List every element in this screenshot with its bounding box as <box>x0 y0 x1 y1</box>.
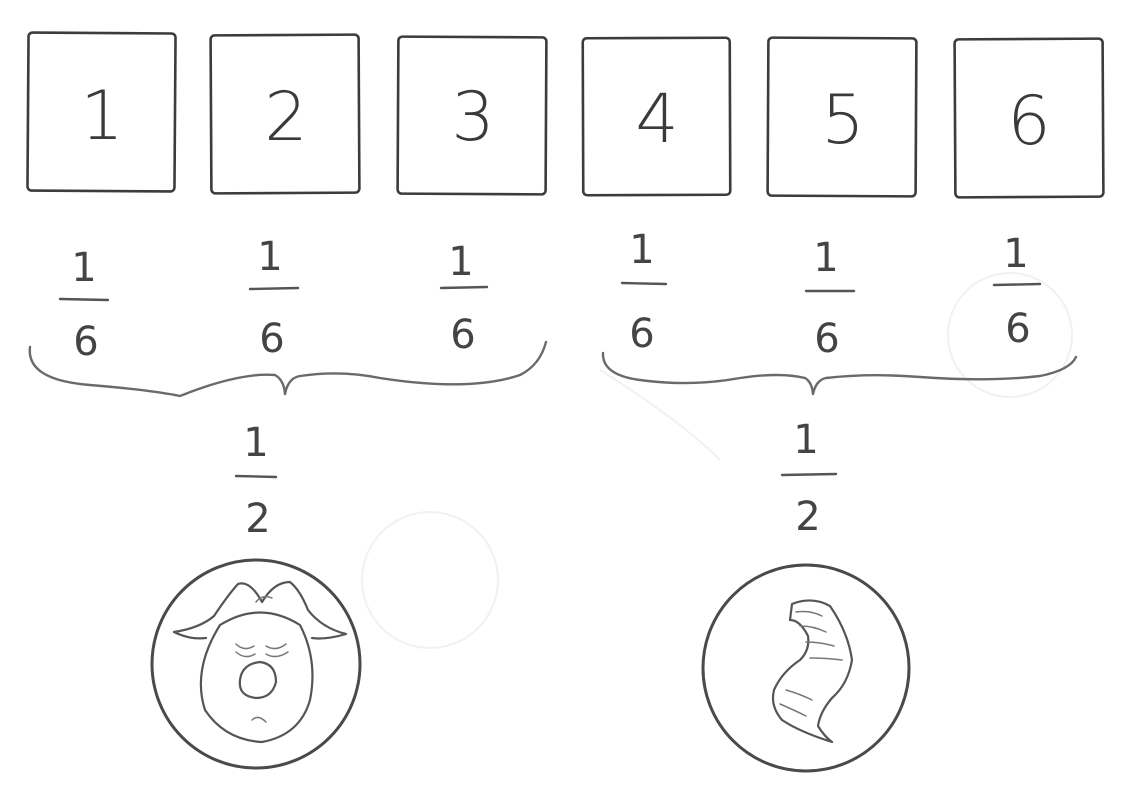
die-face-label: 2 <box>264 78 307 157</box>
fraction-numerator: 1 <box>243 420 268 466</box>
fraction-bar <box>234 474 278 479</box>
die-face-label: 5 <box>821 81 864 160</box>
right-group-brace <box>601 351 1078 396</box>
fraction-numerator: 1 <box>257 234 282 280</box>
fraction-group-right: 1 2 <box>780 417 838 540</box>
dice-row: 1 2 3 4 5 6 <box>26 31 1105 199</box>
die-face-label: 1 <box>80 77 123 156</box>
fraction-bar <box>992 282 1042 287</box>
fraction-numerator: 1 <box>448 239 473 285</box>
fraction-denominator: 6 <box>73 319 98 365</box>
fraction-bar <box>58 297 110 302</box>
fraction-numerator: 1 <box>629 227 654 273</box>
fraction-face-6: 1 6 <box>992 231 1042 352</box>
fraction-face-4: 1 6 <box>620 227 668 357</box>
fraction-numerator: 1 <box>813 235 838 281</box>
fraction-face-1: 1 6 <box>58 245 110 365</box>
fraction-denominator: 6 <box>1005 306 1030 352</box>
fraction-face-3: 1 6 <box>439 239 489 358</box>
fraction-face-2: 1 6 <box>248 234 300 362</box>
coin-heads-rim <box>150 558 362 770</box>
fraction-bar <box>248 286 300 291</box>
fraction-denominator: 6 <box>450 312 475 358</box>
fraction-bar <box>780 472 838 477</box>
left-group-brace <box>28 340 548 398</box>
die-face-box: 2 <box>209 33 361 195</box>
die-face-label: 6 <box>1007 82 1050 161</box>
fraction-denominator: 2 <box>245 496 270 542</box>
fraction-denominator: 6 <box>259 316 284 362</box>
coin-tails-rim <box>701 563 911 773</box>
fraction-bar <box>439 285 489 290</box>
coin-heads <box>150 558 362 770</box>
fraction-numerator: 1 <box>71 245 96 291</box>
fraction-bar <box>620 281 668 286</box>
die-face-box: 6 <box>953 37 1105 199</box>
group-braces <box>28 340 1078 398</box>
fraction-denominator: 2 <box>795 494 820 540</box>
fraction-denominator: 6 <box>814 316 839 362</box>
background-ghost-strokes <box>361 272 1073 649</box>
face-probabilities: 1 6 1 6 1 6 1 6 1 6 1 6 <box>58 227 1042 365</box>
die-face-box: 5 <box>766 36 918 198</box>
fraction-numerator: 1 <box>1003 231 1028 277</box>
heads-face-icon <box>172 580 348 744</box>
die-face-box: 1 <box>26 31 177 193</box>
fraction-numerator: 1 <box>793 417 818 463</box>
fraction-face-5: 1 6 <box>804 235 856 362</box>
fraction-denominator: 6 <box>629 311 654 357</box>
die-face-box: 3 <box>396 35 548 196</box>
group-probabilities: 1 2 1 2 <box>234 417 838 542</box>
die-face-label: 4 <box>635 80 678 159</box>
die-face-label: 3 <box>451 78 494 157</box>
tails-snake-icon <box>771 599 854 744</box>
die-face-box: 4 <box>581 36 732 197</box>
coin-tails <box>701 563 911 773</box>
fraction-group-left: 1 2 <box>234 420 278 542</box>
